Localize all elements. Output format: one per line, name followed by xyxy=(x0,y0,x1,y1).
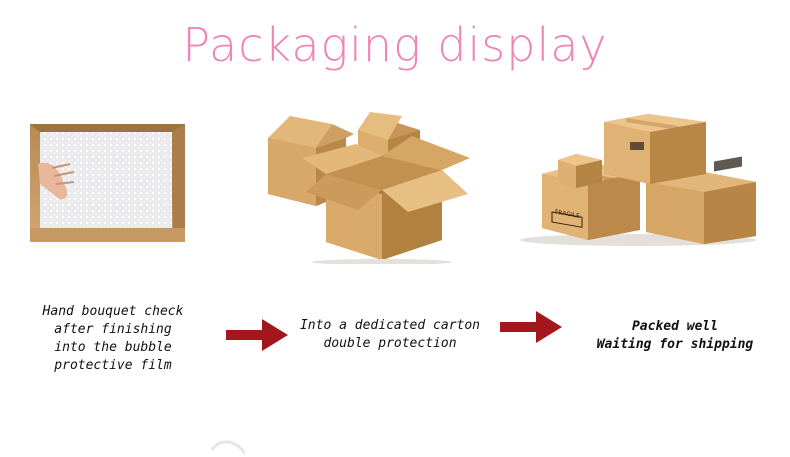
caption-line: Into a dedicated carton xyxy=(299,318,480,333)
caption-line: after finishing xyxy=(54,322,172,337)
step-1-caption: Hand bouquet check after finishing into … xyxy=(30,303,196,375)
open-cartons-photo xyxy=(268,112,470,264)
step-2-caption: Into a dedicated carton double protectio… xyxy=(290,317,490,353)
step-3-caption: Packed well Waiting for shipping xyxy=(585,318,765,354)
right-arrow-icon xyxy=(226,319,288,351)
caption-line: Waiting for shipping xyxy=(596,337,754,352)
caption-line: Packed well xyxy=(631,319,719,334)
caption-line: protective film xyxy=(54,358,172,373)
fragile-label: FRAGILE xyxy=(555,209,580,220)
bubble-wrap-photo xyxy=(30,124,185,242)
caption-line: into the bubble xyxy=(54,340,172,355)
watermark-mark xyxy=(210,440,246,455)
right-arrow-icon xyxy=(500,311,562,343)
packed-boxes-photo: FRAGILE xyxy=(520,114,756,246)
page-title: Packaging display xyxy=(182,18,608,72)
caption-line: double protection xyxy=(323,336,457,351)
caption-line: Hand bouquet check xyxy=(42,304,184,319)
